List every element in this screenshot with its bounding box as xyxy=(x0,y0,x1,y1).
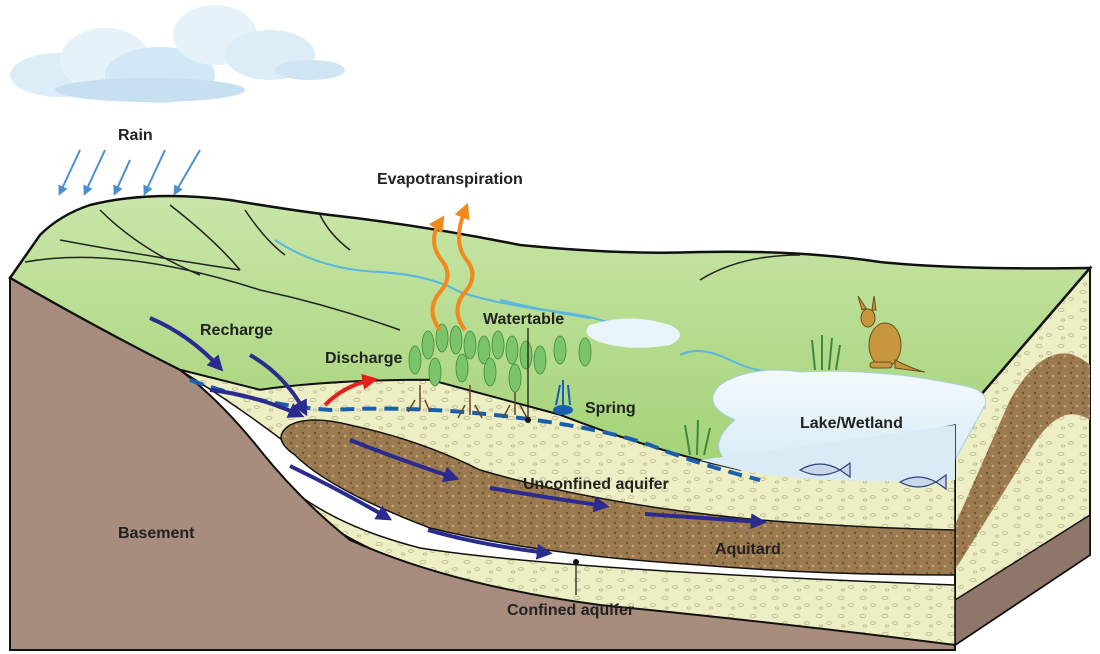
label-rain: Rain xyxy=(118,127,153,144)
label-recharge: Recharge xyxy=(200,322,273,339)
pond xyxy=(586,318,680,348)
label-unconfined-aquifer: Unconfined aquifer xyxy=(523,476,669,493)
spring-icon xyxy=(553,380,573,415)
watertable-leader-dot xyxy=(525,417,531,423)
hill-contours xyxy=(24,204,801,331)
label-evapotranspiration: Evapotranspiration xyxy=(377,171,523,188)
label-watertable: Watertable xyxy=(483,311,564,328)
discharge-arrow xyxy=(323,373,379,407)
lake-cross-section xyxy=(700,425,955,482)
rain-arrows xyxy=(58,149,201,196)
side-aquitard xyxy=(955,353,1090,570)
evapotranspiration-arrows xyxy=(428,202,475,332)
fish-icon xyxy=(798,461,947,491)
label-spring: Spring xyxy=(585,400,636,417)
watertable-line xyxy=(189,378,761,482)
label-aquitard: Aquitard xyxy=(715,541,781,558)
label-discharge: Discharge xyxy=(325,350,402,367)
tree-cluster xyxy=(407,323,592,419)
cloud-icon xyxy=(10,5,345,103)
label-basement: Basement xyxy=(118,525,195,542)
label-confined-aquifer: Confined aquifer xyxy=(507,602,634,619)
label-lake-wetland: Lake/Wetland xyxy=(800,415,903,432)
reeds xyxy=(684,335,841,456)
groundwater-flow-arrows xyxy=(149,316,767,560)
confined-leader-dot xyxy=(573,559,579,565)
kangaroo-icon xyxy=(857,295,926,373)
basement-layer xyxy=(9,276,956,651)
